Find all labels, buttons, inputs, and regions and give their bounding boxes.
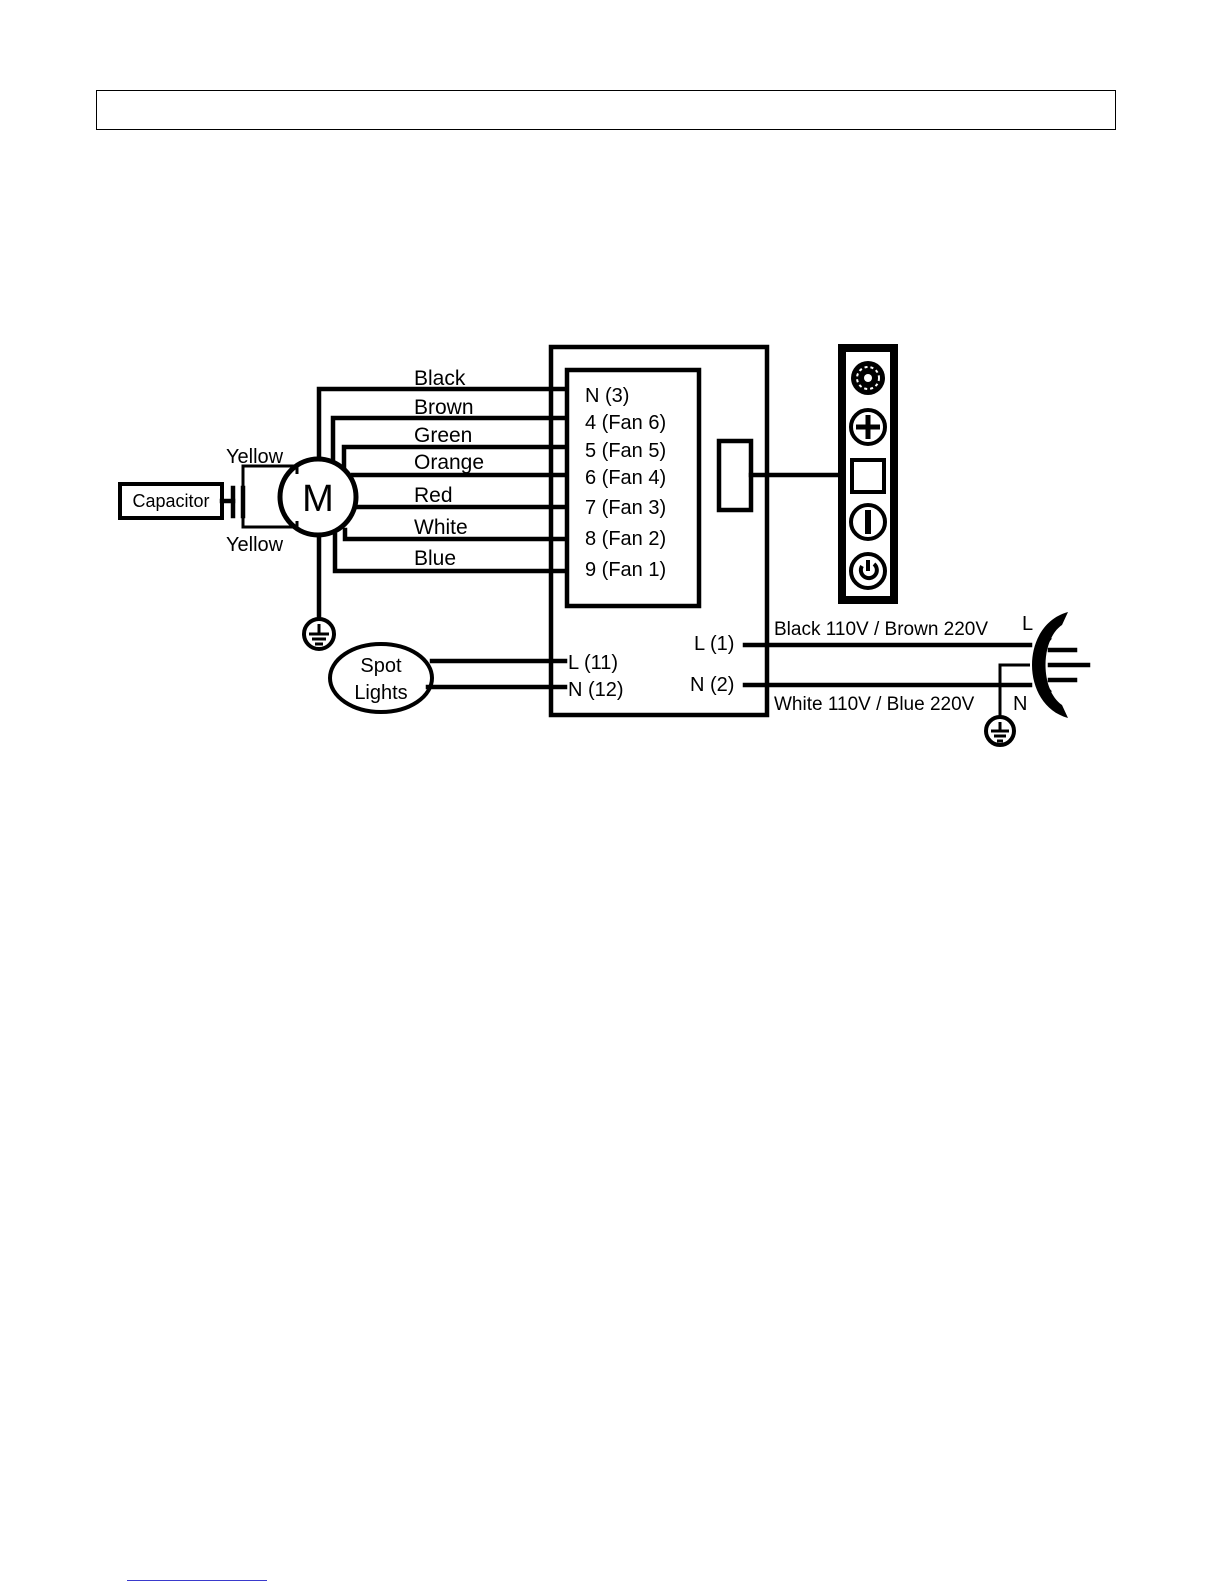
motor-label: M	[302, 478, 334, 520]
terminal-7: 7 (Fan 3)	[585, 497, 666, 519]
board-connector	[719, 441, 751, 510]
spot-lights-label-1: Spot	[360, 655, 402, 677]
plug-neutral-label: N	[1013, 693, 1027, 715]
terminal-n12: N (12)	[568, 679, 624, 701]
terminal-l11: L (11)	[568, 652, 618, 674]
spot-lights-label-2: Lights	[354, 682, 407, 704]
capacitor: Capacitor	[120, 466, 297, 527]
terminal-4: 4 (Fan 6)	[585, 412, 666, 434]
plug-ground-icon	[986, 717, 1014, 745]
spot-lights: Spot Lights	[330, 644, 565, 712]
wire-label-orange: Orange	[414, 451, 484, 474]
wire-label-red: Red	[414, 484, 453, 507]
terminal-5: 5 (Fan 5)	[585, 440, 666, 462]
capacitor-label: Capacitor	[132, 491, 209, 511]
plug-live-label: L	[1022, 613, 1033, 635]
capacitor-lead-top-label: Yellow	[226, 446, 284, 468]
terminal-8: 8 (Fan 2)	[585, 528, 666, 550]
terminal-n3: N (3)	[585, 385, 629, 407]
supply-live-label: Black 110V / Brown 220V	[774, 619, 988, 640]
wire-label-white: White	[414, 516, 468, 539]
ground-icon	[304, 619, 334, 649]
wire-label-green: Green	[414, 424, 472, 447]
wire-label-brown: Brown	[414, 396, 474, 419]
terminal-9: 9 (Fan 1)	[585, 559, 666, 581]
terminal-l1: L (1)	[694, 633, 734, 655]
fan-speed-icon	[851, 361, 885, 395]
control-panel	[838, 344, 898, 604]
wire-label-blue: Blue	[414, 547, 456, 570]
plus-icon	[851, 410, 885, 444]
capacitor-lead-bottom-label: Yellow	[226, 534, 284, 556]
motor: M	[280, 459, 356, 535]
terminal-n2: N (2)	[690, 674, 734, 696]
terminal-6: 6 (Fan 4)	[585, 467, 666, 489]
footer-link-line[interactable]	[127, 1580, 267, 1581]
supply-neutral-label: White 110V / Blue 220V	[774, 694, 975, 715]
wire-label-black: Black	[414, 367, 466, 390]
